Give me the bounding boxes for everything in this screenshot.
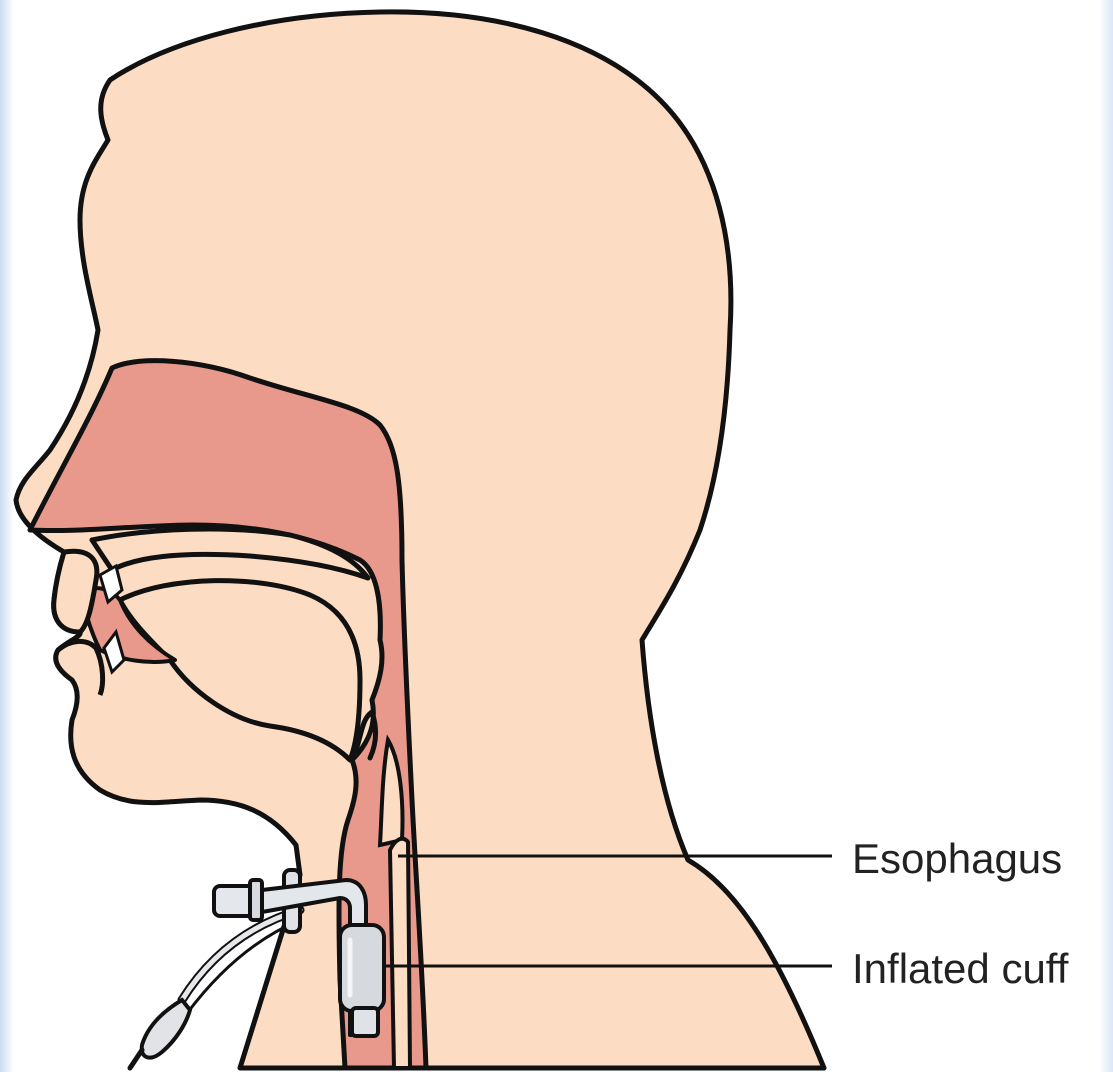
inflated-cuff-icon (340, 925, 384, 1011)
esophagus-label: Esophagus (852, 838, 1062, 880)
esophagus-channel (390, 839, 410, 1068)
pilot-balloon-icon (142, 1000, 190, 1058)
tube-tip (352, 1008, 378, 1036)
inflated-cuff-label: Inflated cuff (852, 948, 1068, 990)
pilot-valve-tip (130, 1050, 142, 1068)
